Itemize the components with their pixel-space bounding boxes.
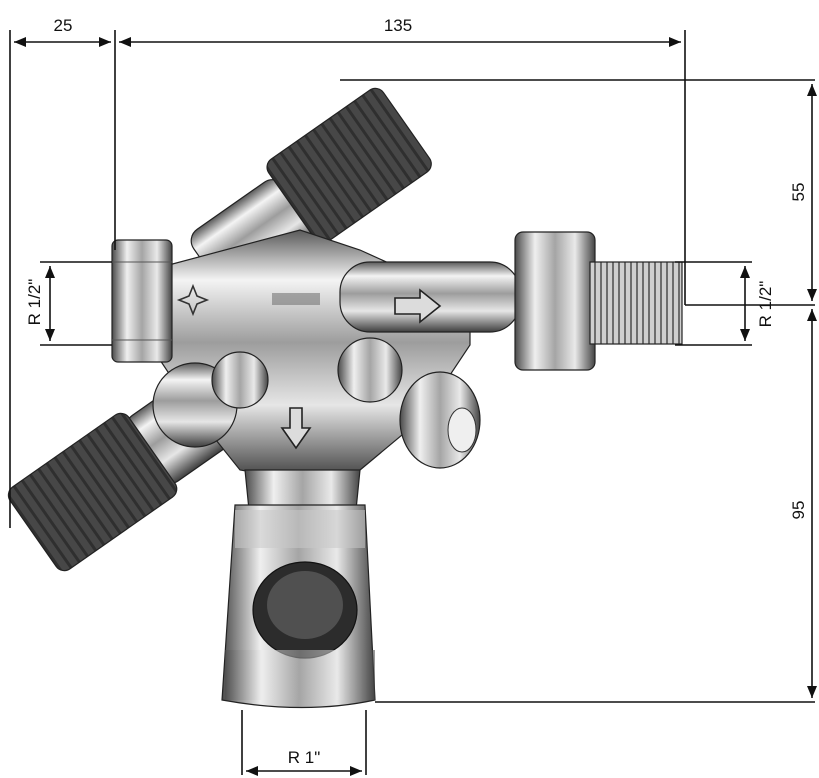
dim-label-25: 25 <box>54 16 73 35</box>
boss-center <box>211 351 269 409</box>
dimension-annotations: 25 135 55 95 R 1/2" R 1/2" R 1" <box>9 16 817 776</box>
outlet-thread <box>589 261 683 345</box>
valve-illustration <box>7 87 683 709</box>
cross-star-mark-icon <box>176 283 210 317</box>
dim-label-left-thread: R 1/2" <box>25 279 44 326</box>
outlet-union-nut <box>514 231 596 371</box>
left-inlet-nut <box>111 239 173 363</box>
dim-label-135: 135 <box>384 16 412 35</box>
dim-arrows-bottom-thread <box>246 766 362 776</box>
brand-embossing <box>272 293 320 305</box>
dim-label-55: 55 <box>789 183 808 202</box>
dim-label-bottom-thread: R 1" <box>288 748 321 767</box>
flow-down-arrow-icon <box>280 407 312 450</box>
dim-label-95: 95 <box>789 501 808 520</box>
boss-right <box>337 337 403 403</box>
flow-right-arrow-icon <box>394 288 442 324</box>
dim-arrows-25 <box>14 37 111 47</box>
dim-label-right-thread: R 1/2" <box>756 281 775 328</box>
